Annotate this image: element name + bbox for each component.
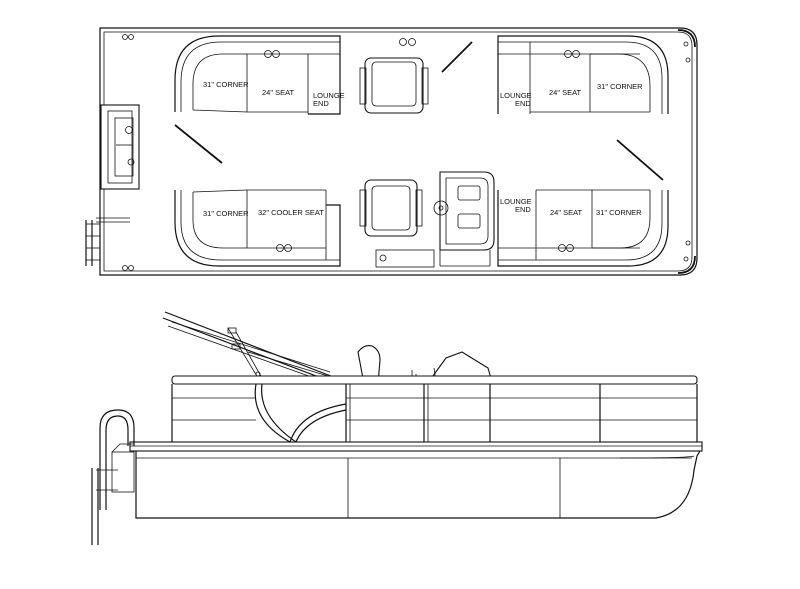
label-lounge-top-right: LOUNGE bbox=[500, 91, 532, 100]
label-corner-bottom-left: 31" CORNER bbox=[203, 209, 249, 218]
seat-group-bottom-right bbox=[497, 189, 669, 267]
label-corner-top-right: 31" CORNER bbox=[597, 82, 643, 91]
seat-group-top-right bbox=[497, 35, 669, 181]
label-lounge-top-right-end: END bbox=[515, 99, 531, 108]
pontoon-tube bbox=[135, 450, 701, 519]
helm-chair-top bbox=[359, 38, 473, 114]
fence-top-rail bbox=[171, 375, 698, 385]
steering-wheel-icon bbox=[433, 200, 449, 216]
label-lounge-top-left: LOUNGE bbox=[313, 91, 345, 100]
label-seat-top-left: 24" SEAT bbox=[262, 88, 295, 97]
deck-rail bbox=[129, 441, 703, 452]
top-view: 31" CORNER 24" SEAT LOUNGE END LOUNGE EN… bbox=[85, 27, 698, 276]
helm-console bbox=[433, 171, 495, 267]
stern-ladder bbox=[85, 217, 130, 266]
label-seat-top-right: 24" SEAT bbox=[549, 88, 582, 97]
engine-pod bbox=[100, 104, 140, 190]
label-cooler-seat: 32" COOLER SEAT bbox=[258, 208, 324, 217]
seat-group-bottom-left bbox=[174, 189, 341, 267]
helm-seat-back bbox=[357, 345, 381, 385]
label-corner-bottom-right: 31" CORNER bbox=[596, 208, 642, 217]
label-lounge-top-left-end: END bbox=[313, 99, 329, 108]
fence-panels bbox=[171, 383, 698, 443]
side-view bbox=[91, 311, 703, 545]
label-lounge-bottom-right: LOUNGE bbox=[500, 197, 532, 206]
label-corner-top-left: 31" CORNER bbox=[203, 80, 249, 89]
stern-ladder-side bbox=[91, 409, 135, 545]
seat-labels: 31" CORNER 24" SEAT LOUNGE END LOUNGE EN… bbox=[203, 80, 643, 218]
companion-chair bbox=[359, 179, 435, 268]
seat-group-top-left bbox=[174, 35, 341, 164]
deck-outline bbox=[99, 27, 698, 276]
label-lounge-bottom-right-end: END bbox=[515, 205, 531, 214]
bimini-top bbox=[162, 311, 337, 383]
label-seat-bottom-right: 24" SEAT bbox=[550, 208, 583, 217]
stern-posts bbox=[122, 34, 134, 271]
rail-outline bbox=[103, 31, 693, 272]
